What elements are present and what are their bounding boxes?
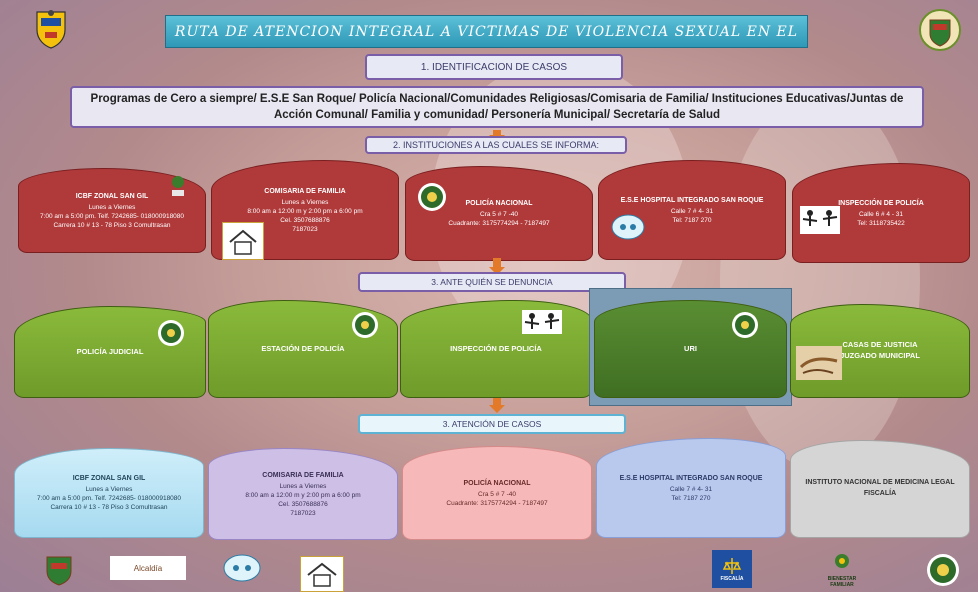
card-line: 7:00 am a 5:00 pm. Telf. 7242685- 018000… xyxy=(39,212,185,220)
card-title: INSPECCIÓN DE POLICÍA xyxy=(838,199,924,207)
police-emblem-icon xyxy=(156,318,186,348)
hospital-logo-icon xyxy=(222,552,262,584)
card-line: Calle 7 # 4- 31 xyxy=(669,485,713,493)
card-title: E.S.E HOSPITAL INTEGRADO SAN ROQUE xyxy=(620,196,764,204)
card-line: FISCALÍA xyxy=(863,490,897,497)
step-identificacion: 1. IDENTIFICACION DE CASOS xyxy=(365,54,623,80)
card-line: Cuadrante: 3175774294 - 7187497 xyxy=(446,499,548,507)
fiscalia-logo: FISCALÍA xyxy=(712,550,752,588)
denounce-card-uri: URI xyxy=(594,300,787,398)
step-denuncia: 3. ANTE QUIÉN SE DENUNCIA xyxy=(358,272,626,292)
card-line: Cel. 3507688876 xyxy=(280,216,330,224)
card-title: INSTITUTO NACIONAL DE MEDICINA LEGAL xyxy=(805,479,955,486)
card-line: Cra 5 # 7 -40 xyxy=(480,211,518,218)
police-emblem-icon xyxy=(730,310,760,340)
card-line: Lunes a Viernes xyxy=(279,482,327,490)
card-title: INSPECCIÓN DE POLICÍA xyxy=(450,343,542,353)
card-line: Calle 7 # 4- 31 xyxy=(670,207,714,215)
card-line: Tel: 7187 270 xyxy=(671,494,711,502)
inform-card-policia: POLICÍA NACIONAL Cra 5 # 7 -40 Cuadrante… xyxy=(405,166,593,261)
colombia-shield-icon xyxy=(30,8,72,50)
card-title: POLICÍA NACIONAL xyxy=(465,200,533,207)
justice-hands-icon xyxy=(796,346,842,380)
card-line: Carrera 10 # 13 - 78 Piso 3 Comultrasan xyxy=(53,221,171,229)
card-line: Cuadrante: 3175774294 - 7187497 xyxy=(448,220,550,227)
bienestar-logo-icon xyxy=(168,174,188,198)
card-line: Lunes a Viernes xyxy=(85,486,133,493)
alcaldia-text: Alcaldía xyxy=(133,563,163,573)
card-line: JUZGADO MUNICIPAL xyxy=(840,351,920,360)
card-line: Cel. 3507688876 xyxy=(278,500,328,508)
card-title: URI xyxy=(684,343,697,353)
municipal-shield-icon xyxy=(918,8,962,52)
attention-card-policia: POLICÍA NACIONAL Cra 5 # 7 -40 Cuadrante… xyxy=(402,446,592,540)
card-line: Calle 6 # 4 - 31 xyxy=(858,210,904,218)
card-line: Lunes a Viernes xyxy=(88,203,136,211)
card-line: Carrera 10 # 13 - 78 Piso 3 Comultrasan xyxy=(50,504,168,511)
card-title: CASAS DE JUSTICIA xyxy=(842,340,918,349)
attention-card-hospital: E.S.E HOSPITAL INTEGRADO SAN ROQUE Calle… xyxy=(596,438,786,538)
card-line: 8:00 am a 12:00 m y 2:00 pm a 6:00 pm xyxy=(245,491,361,499)
alcaldia-logo: Alcaldía xyxy=(110,556,186,580)
people-icon xyxy=(522,310,562,334)
card-line: 7:00 am a 5:00 pm. Telf. 7242685- 018000… xyxy=(36,495,182,502)
card-title: POLICÍA NACIONAL xyxy=(463,479,531,487)
card-line: Cra 5 # 7 -40 xyxy=(478,490,516,498)
card-line: 7187023 xyxy=(290,509,316,517)
card-line: Lunes a Viernes xyxy=(281,198,329,206)
police-emblem-icon xyxy=(350,310,380,340)
fiscalia-text: FISCALÍA xyxy=(720,576,744,582)
page-title: RUTA DE ATENCION INTEGRAL A VICTIMAS DE … xyxy=(165,15,808,48)
police-emblem-icon xyxy=(925,552,961,588)
attention-card-icbf: ICBF ZONAL SAN GIL Lunes a Viernes 7:00 … xyxy=(14,448,204,538)
card-title: ESTACIÓN DE POLICÍA xyxy=(261,343,345,353)
background-figure xyxy=(720,90,920,470)
people-icon xyxy=(800,206,840,234)
bienestar-text: BIENESTAR FAMILIAR xyxy=(827,576,857,588)
house-family-icon xyxy=(222,222,264,260)
step-instituciones: 2. INSTITUCIONES A LAS CUALES SE INFORMA… xyxy=(365,136,627,154)
attention-card-medicina-legal: INSTITUTO NACIONAL DE MEDICINA LEGAL FIS… xyxy=(790,440,970,538)
bienestar-logo: BIENESTAR FAMILIAR xyxy=(820,550,864,590)
police-emblem-icon xyxy=(415,180,449,214)
arrow-down-icon xyxy=(489,258,505,275)
card-title: ICBF ZONAL SAN GIL xyxy=(72,475,146,482)
card-line: 7187023 xyxy=(292,225,318,233)
card-title: E.S.E HOSPITAL INTEGRADO SAN ROQUE xyxy=(619,474,763,482)
hospital-logo-icon xyxy=(610,212,646,242)
card-title: POLICÍA JUDICIAL xyxy=(76,346,144,356)
attention-card-comisaria: COMISARIA DE FAMILIA Lunes a Viernes 8:0… xyxy=(208,448,398,540)
card-line: 8:00 am a 12:00 m y 2:00 pm a 6:00 pm xyxy=(247,207,363,215)
card-title: COMISARIA DE FAMILIA xyxy=(264,187,346,195)
card-line: Tel: 7187 270 xyxy=(672,216,712,224)
card-title: COMISARIA DE FAMILIA xyxy=(262,471,344,479)
house-family-icon xyxy=(300,556,344,592)
step-atencion: 3. ATENCIÓN DE CASOS xyxy=(358,414,626,434)
card-title: ICBF ZONAL SAN GIL xyxy=(75,192,149,200)
denounce-card-inspeccion: INSPECCIÓN DE POLICÍA xyxy=(400,300,592,398)
sources-box: Programas de Cero a siempre/ E.S.E San R… xyxy=(70,86,924,128)
card-line: Tel: 3118735422 xyxy=(857,219,905,227)
inform-card-hospital: E.S.E HOSPITAL INTEGRADO SAN ROQUE Calle… xyxy=(598,160,786,260)
municipal-shield-icon xyxy=(42,552,76,588)
arrow-down-icon xyxy=(489,398,505,413)
